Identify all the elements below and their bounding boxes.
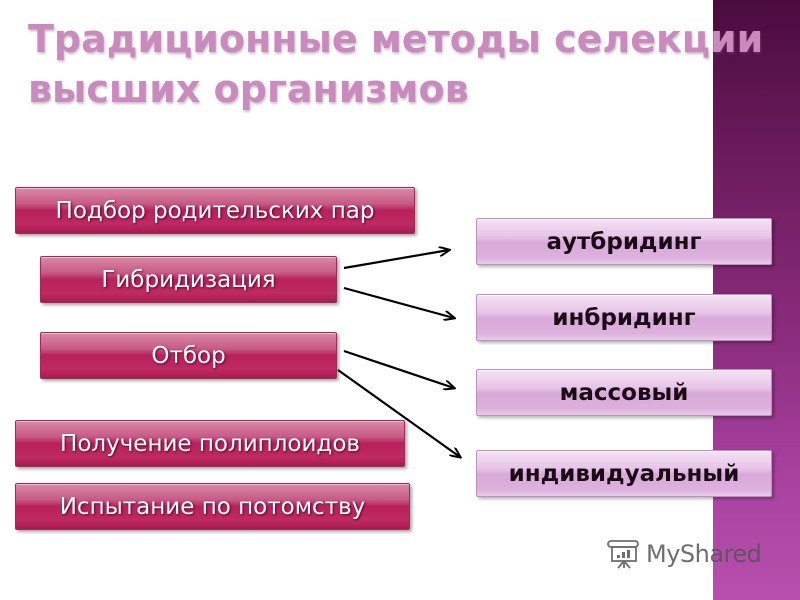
watermark: MyShared <box>607 537 762 571</box>
subtype-label: индивидуальный <box>508 460 740 487</box>
method-label: Испытание по потомству <box>59 493 366 520</box>
subtype-label: инбридинг <box>552 304 696 331</box>
method-selection: Отбор <box>40 332 337 379</box>
method-label: Подбор родительских пар <box>55 197 375 224</box>
presentation-board-icon <box>607 540 639 569</box>
method-parent-pair-selection: Подбор родительских пар <box>15 187 415 234</box>
watermark-text: MyShared <box>646 540 762 568</box>
arrow-selection-mass <box>343 349 454 388</box>
method-polyploids: Получение полиплоидов <box>15 420 405 467</box>
subtype-individual: индивидуальный <box>476 450 772 497</box>
subtype-label: массовый <box>559 379 689 406</box>
subtype-label: аутбридинг <box>546 228 702 255</box>
subtype-inbreeding: инбридинг <box>476 294 772 341</box>
arrow-hybridization-inbreeding <box>343 286 454 318</box>
subtype-outbreeding: аутбридинг <box>476 218 772 265</box>
method-progeny-testing: Испытание по потомству <box>15 483 410 530</box>
arrow-hybridization-outbreeding <box>343 250 449 270</box>
method-label: Гибридизация <box>101 266 276 293</box>
method-hybridization: Гибридизация <box>40 256 337 303</box>
method-label: Отбор <box>151 342 226 369</box>
slide-title: Традиционные методы селекции высших орга… <box>28 17 764 111</box>
subtype-mass: массовый <box>476 369 772 416</box>
method-label: Получение полиплоидов <box>60 430 360 457</box>
